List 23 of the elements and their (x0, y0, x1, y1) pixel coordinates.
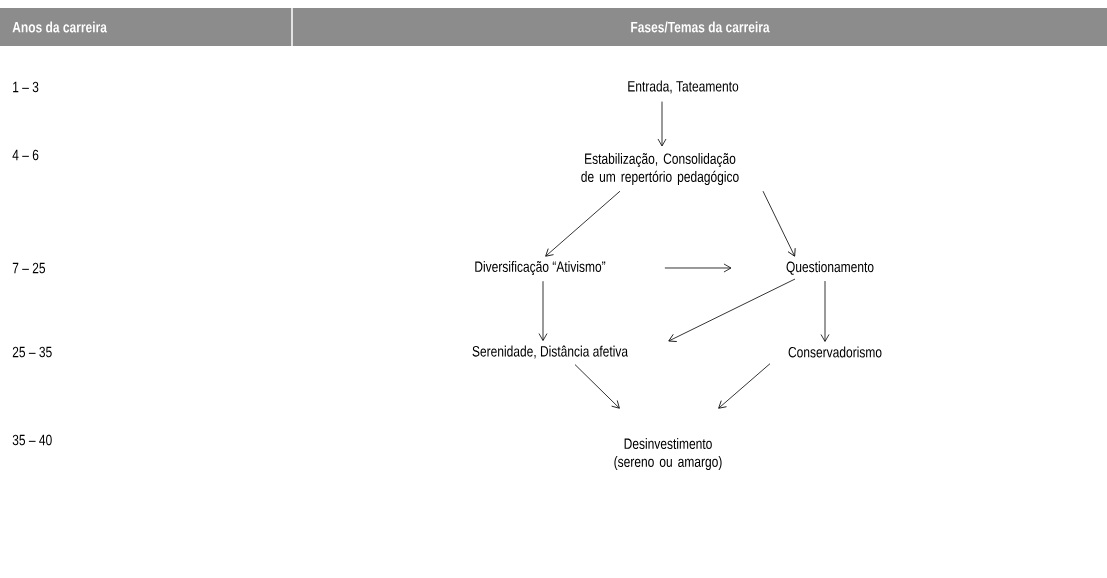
arrow (718, 363, 771, 409)
arrow (574, 364, 620, 409)
arrow (762, 190, 796, 257)
arrow (657, 101, 667, 147)
arrow (664, 263, 732, 273)
phase-text: Diversificação “Ativismo” (475, 260, 606, 275)
arrow (545, 190, 621, 257)
year-range: 25 – 35 (12, 346, 52, 358)
arrow (538, 280, 548, 341)
phase-text: Estabilização, Consolidação de um repertório pedagógico (581, 153, 739, 185)
year-range: 35 – 40 (12, 434, 52, 446)
arrow (820, 280, 830, 342)
phase-text: Questionamento (786, 261, 874, 275)
phase-text: Desinvestimento (sereno ou amargo) (614, 438, 722, 470)
year-range: 7 – 25 (12, 262, 46, 274)
header-text: Anos da carreira (12, 21, 107, 33)
arrow (668, 278, 796, 342)
phase-text: Entrada, Tateamento (628, 80, 739, 94)
year-range: 1 – 3 (13, 81, 39, 93)
phase-text: Conservadorismo (788, 346, 882, 358)
header-text: Fases/Temas da carreira (631, 21, 770, 33)
year-range: 4 – 6 (12, 149, 39, 161)
phase-text: Serenidade, Distância afetiva (472, 345, 628, 359)
